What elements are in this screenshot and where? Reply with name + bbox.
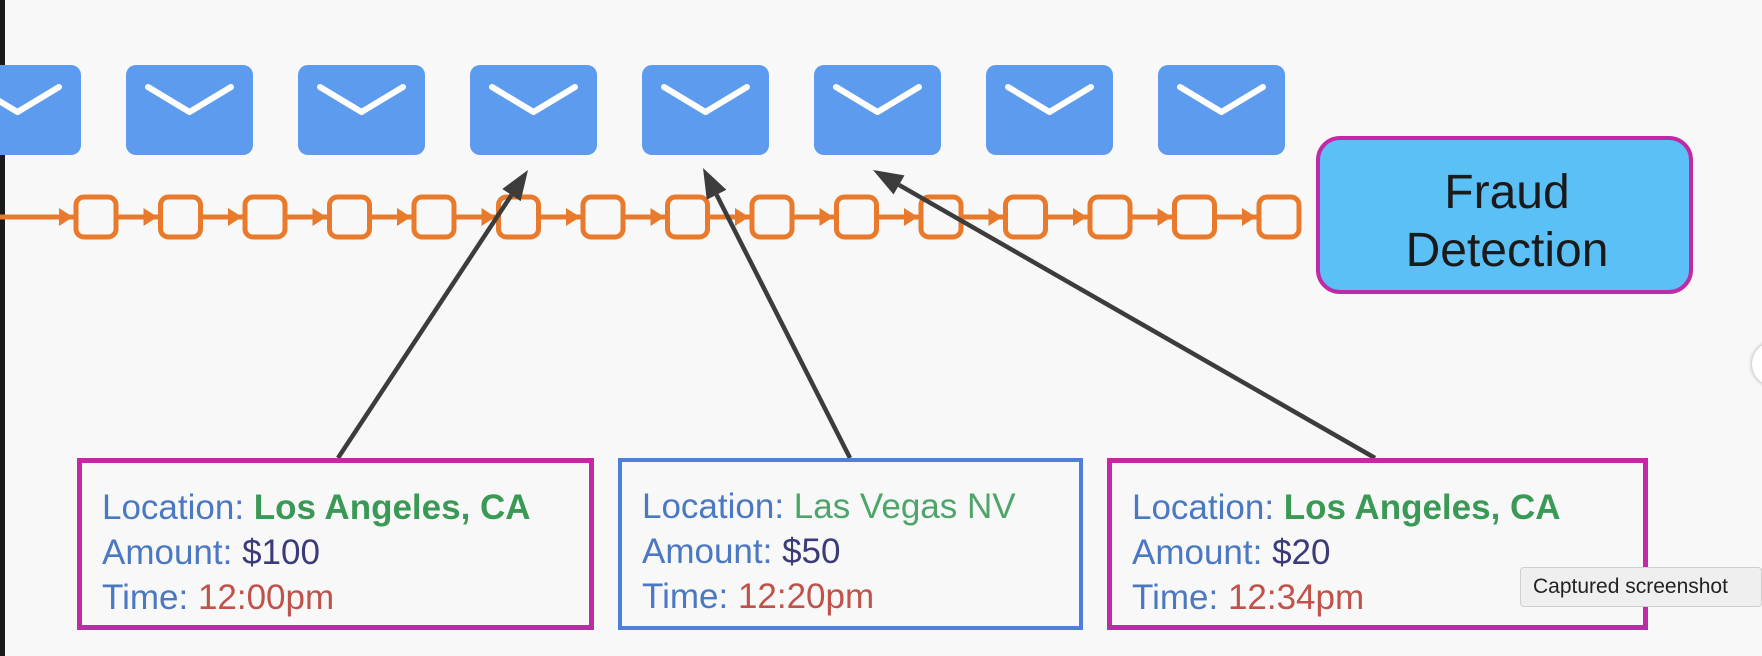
stream-arrowhead: [650, 208, 665, 226]
time-line: Time: 12:00pm: [102, 575, 589, 620]
connector-arrow: [873, 170, 1377, 460]
transaction-card-1: Location: Los Angeles, CA Amount: $100 T…: [77, 458, 594, 630]
envelope-icon: [126, 65, 253, 155]
stream-node: [580, 194, 626, 240]
amount-key: Amount:: [102, 533, 243, 572]
time-key: Time:: [1132, 578, 1228, 617]
amount-key: Amount:: [642, 532, 783, 571]
event-stream: [0, 194, 1302, 240]
arrow-shaft: [714, 193, 853, 460]
stream-arrowhead: [397, 208, 411, 226]
stream-node: [73, 194, 119, 240]
amount-line: Amount: $20: [1132, 530, 1643, 575]
envelope-icon: [470, 65, 597, 155]
location-line: Location: Los Angeles, CA: [102, 485, 589, 530]
time-value: 12:00pm: [197, 578, 335, 617]
stream-node: [327, 194, 372, 240]
time-line: Time: 12:34pm: [1132, 575, 1643, 620]
location-value: Los Angeles, CA: [253, 488, 531, 527]
stream-node: [749, 194, 795, 240]
stream-node: [918, 194, 964, 240]
stream-node: [158, 194, 203, 240]
arrow-shaft: [336, 193, 514, 460]
time-value: 12:20pm: [737, 577, 875, 616]
fraud-detection-label: Fraud Detection: [1320, 152, 1694, 292]
fraud-detection-line1: Fraud: [1444, 166, 1570, 219]
amount-value: $50: [782, 532, 841, 571]
time-key: Time:: [642, 577, 738, 616]
stream-arrowhead: [312, 208, 327, 226]
stream-arrowhead: [481, 208, 496, 226]
envelope-flap: [145, 84, 234, 115]
stream-node: [411, 194, 457, 240]
stream-node: [834, 194, 879, 240]
amount-line: Amount: $50: [642, 529, 1079, 574]
stream-arrowhead: [1073, 208, 1087, 226]
location-value: Las Vegas NV: [793, 487, 1016, 526]
captured-screenshot-tooltip: Captured screenshot: [1520, 567, 1762, 607]
transaction-card-3: Location: Los Angeles, CA Amount: $20 Ti…: [1107, 458, 1648, 630]
envelope-row: [0, 65, 1285, 155]
envelope-flap: [489, 84, 578, 115]
time-value: 12:34pm: [1227, 578, 1365, 617]
stream-arrowhead: [735, 208, 749, 226]
location-key: Location:: [642, 487, 794, 526]
connector-arrows: [336, 168, 1377, 460]
arrow-head: [703, 168, 727, 200]
stream-node: [665, 194, 710, 240]
amount-line: Amount: $100: [102, 530, 589, 575]
stream-arrowhead: [988, 208, 1003, 226]
envelope-flap: [1005, 84, 1094, 115]
stream-arrowhead: [143, 208, 158, 226]
connector-arrow: [703, 168, 853, 460]
location-key: Location:: [102, 488, 254, 527]
location-line: Location: Las Vegas NV: [642, 484, 1079, 529]
stream-arrowhead: [228, 208, 242, 226]
connector-arrow: [336, 170, 528, 460]
stream-arrowhead: [1157, 208, 1172, 226]
stream-node: [1256, 194, 1302, 240]
transaction-card-2: Location: Las Vegas NV Amount: $50 Time:…: [618, 458, 1083, 630]
stream-arrowhead: [819, 208, 834, 226]
envelope-flap: [833, 84, 922, 115]
arrow-shaft: [897, 182, 1377, 460]
envelope-flap: [0, 84, 62, 115]
fraud-detection-box: [1316, 136, 1693, 294]
stream-arrowhead: [566, 208, 580, 226]
stream-node: [1003, 194, 1048, 240]
envelope-icon: [298, 65, 425, 155]
envelope-icon: [642, 65, 769, 155]
stream-arrowhead: [904, 208, 918, 226]
envelope-icon: [1158, 65, 1285, 155]
envelope-icon: [814, 65, 941, 155]
amount-value: $100: [242, 533, 320, 572]
stream-arrowhead: [1242, 208, 1256, 226]
side-panel-handle[interactable]: [1752, 342, 1762, 386]
stream-node: [242, 194, 288, 240]
amount-value: $20: [1272, 533, 1331, 572]
arrow-head: [502, 170, 528, 202]
amount-key: Amount:: [1132, 533, 1273, 572]
stream-arrowhead: [59, 208, 73, 226]
stream-node: [1087, 194, 1133, 240]
envelope-flap: [1177, 84, 1266, 115]
envelope-flap: [317, 84, 406, 115]
time-key: Time:: [102, 578, 198, 617]
envelope-icon: [0, 65, 81, 155]
fraud-detection-line2: Detection: [1405, 224, 1609, 277]
arrow-head: [873, 170, 905, 195]
time-line: Time: 12:20pm: [642, 574, 1079, 619]
location-key: Location:: [1132, 488, 1284, 527]
envelope-flap: [661, 84, 750, 115]
window-edge: [0, 0, 5, 656]
envelope-icon: [986, 65, 1113, 155]
location-value: Los Angeles, CA: [1283, 488, 1561, 527]
stream-node: [1172, 194, 1217, 240]
location-line: Location: Los Angeles, CA: [1132, 485, 1643, 530]
